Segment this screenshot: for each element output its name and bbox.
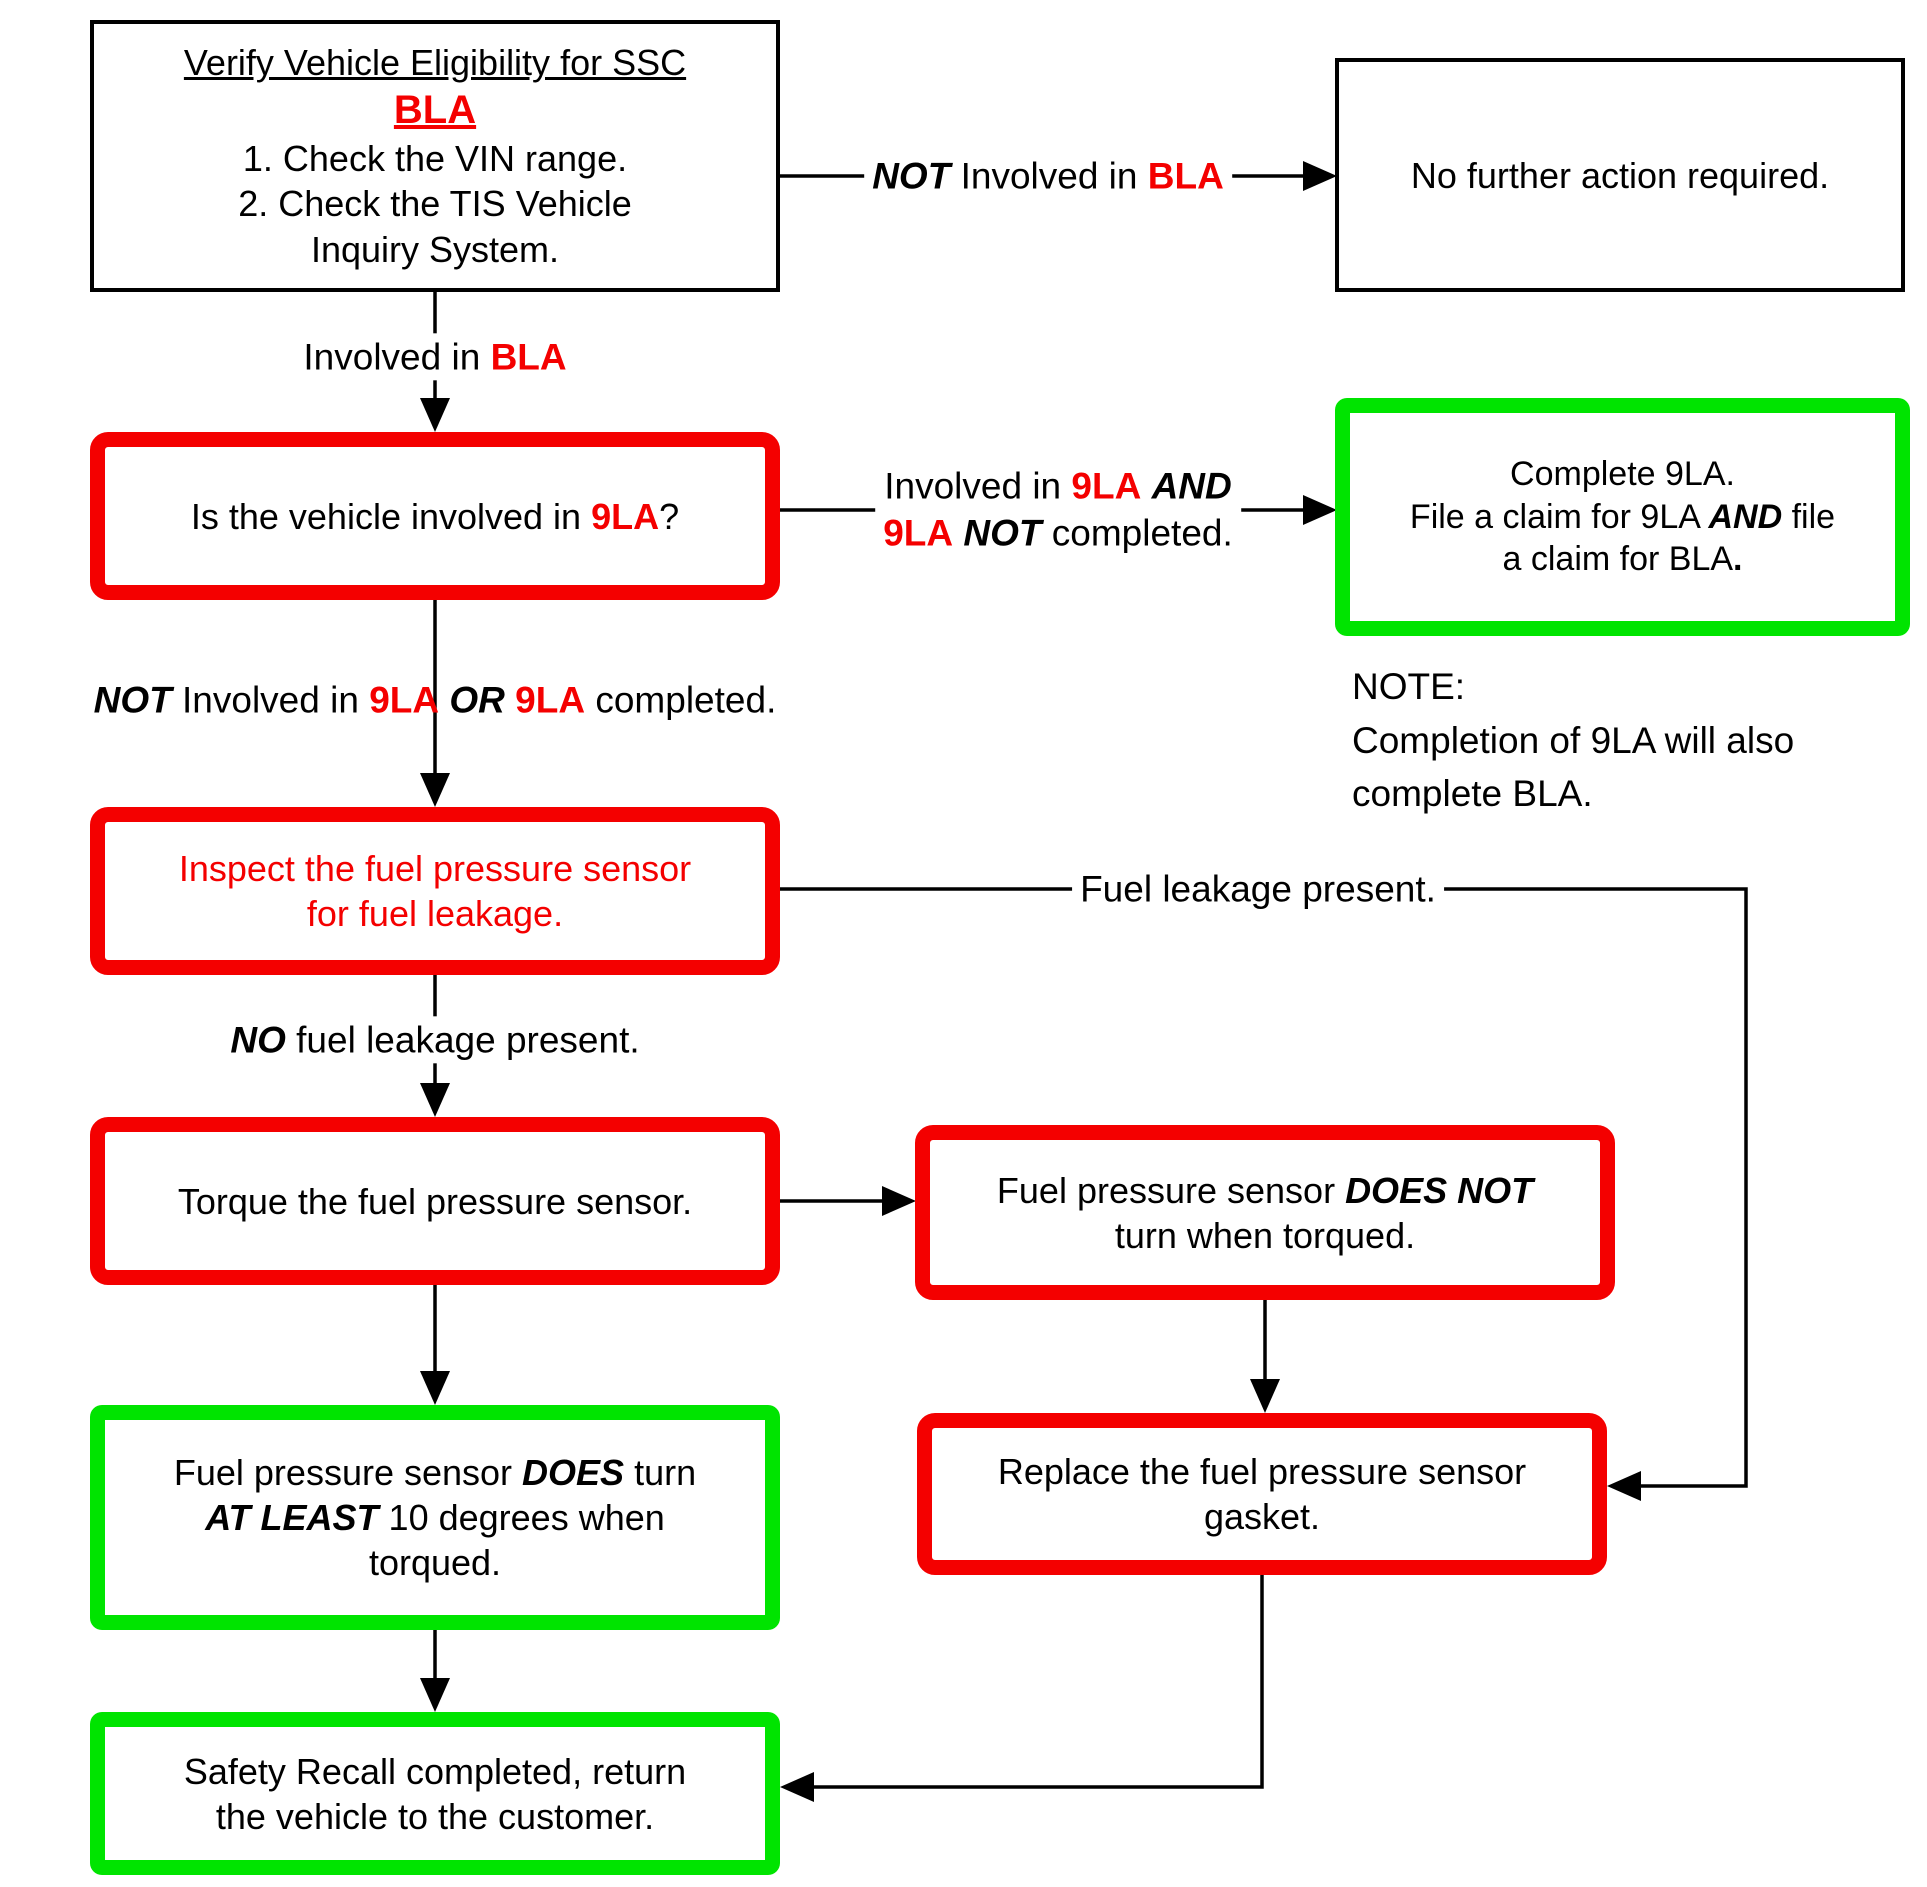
arrowhead-into-replace-right <box>1607 1471 1641 1501</box>
label-involved-bla: Involved in BLA <box>295 333 575 381</box>
arrowhead-into-complete-9la <box>1303 495 1337 525</box>
edge-replace-to-complete <box>813 1575 1264 1789</box>
arrowhead-into-does-turn <box>420 1371 450 1405</box>
node-complete-9la: Complete 9LA.File a claim for 9LA AND fi… <box>1335 398 1910 636</box>
arrowhead-into-safety-recall-top <box>420 1678 450 1712</box>
node-involved-9la-question: Is the vehicle involved in 9LA? <box>90 432 780 600</box>
arrowhead-into-no-action <box>1303 161 1337 191</box>
arrowhead-into-inspect <box>420 773 450 807</box>
arrowhead-into-replace-top <box>1250 1379 1280 1413</box>
label-fuel-leakage-present: Fuel leakage present. <box>1072 865 1444 913</box>
node-torque-sensor: Torque the fuel pressure sensor. <box>90 1117 780 1285</box>
arrowhead-into-9la-question <box>420 398 450 432</box>
label-no-fuel-leakage: NO fuel leakage present. <box>222 1016 648 1064</box>
arrowhead-into-torque <box>420 1083 450 1117</box>
label-not-involved-9la-or: NOT Involved in 9LA OR 9LA completed. <box>93 679 777 721</box>
node-no-further-action: No further action required. <box>1335 58 1905 292</box>
arrowhead-into-does-not-turn <box>882 1186 916 1216</box>
arrowhead-into-safety-recall-right <box>780 1772 814 1802</box>
label-not-involved-bla: NOT Involved in BLA <box>864 152 1232 200</box>
